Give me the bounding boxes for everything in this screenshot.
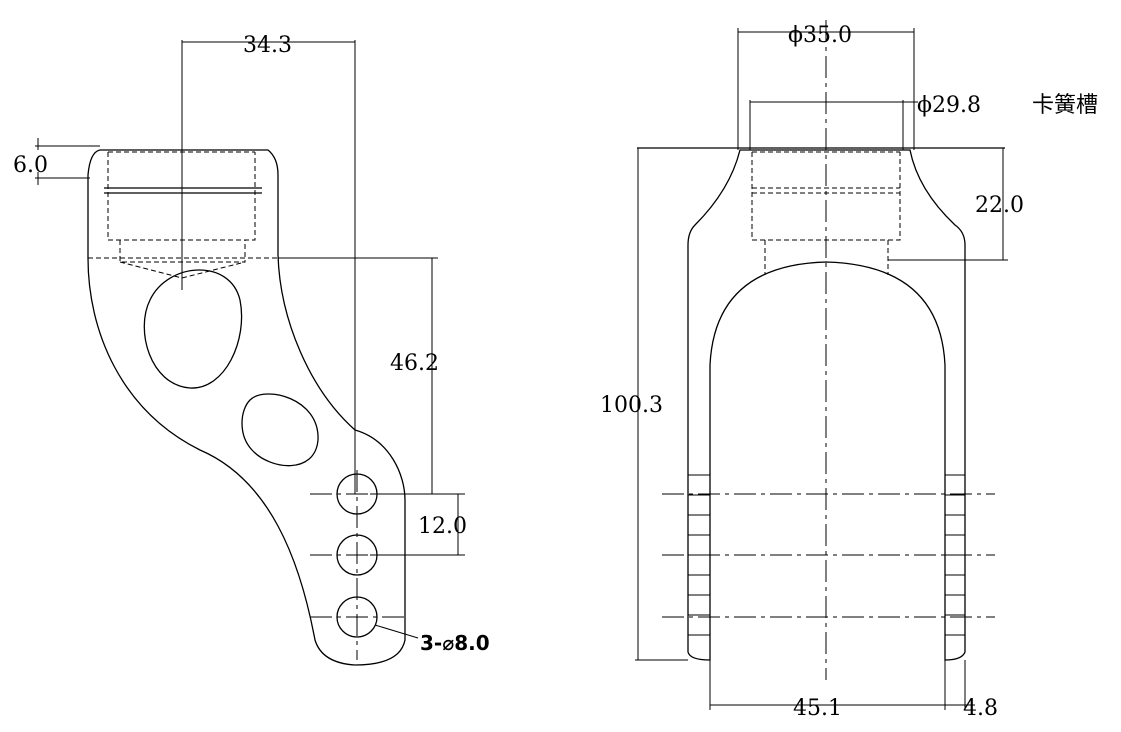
left-view: 34.3 6.0 46.2 12.0 3-⌀8.0: [13, 33, 490, 666]
dim-12-0-label: 12.0: [418, 514, 467, 539]
dim-6-0-label: 6.0: [13, 153, 48, 178]
right-view-outline: [687, 149, 966, 661]
dim-46-2-label: 46.2: [390, 351, 439, 376]
dim-100-3-label: 100.3: [600, 393, 663, 418]
left-view-outline: [87, 149, 406, 666]
dim-holes-label: 3-⌀8.0: [420, 631, 490, 655]
dim-4-8-label: 4.8: [963, 696, 998, 721]
left-hidden-bore: [88, 151, 278, 279]
dim-22-0-label: 22.0: [975, 193, 1024, 218]
dim-35-0-label: ϕ35.0: [788, 23, 852, 48]
right-arm-right-serration: [945, 474, 965, 636]
dim-34-3-label: 34.3: [243, 33, 292, 58]
right-view: ϕ35.0 ϕ29.8 卡簧槽 22.0 100.3 45.1 4.8: [600, 20, 1098, 721]
left-oblong-hole-lower: [241, 393, 319, 467]
dim-45-1-label: 45.1: [793, 696, 842, 721]
left-oblong-hole-upper: [143, 269, 243, 389]
groove-label: 卡簧槽: [1032, 93, 1098, 118]
dim-holes-leader: [374, 624, 419, 639]
dim-29-8-label: ϕ29.8: [917, 93, 981, 118]
